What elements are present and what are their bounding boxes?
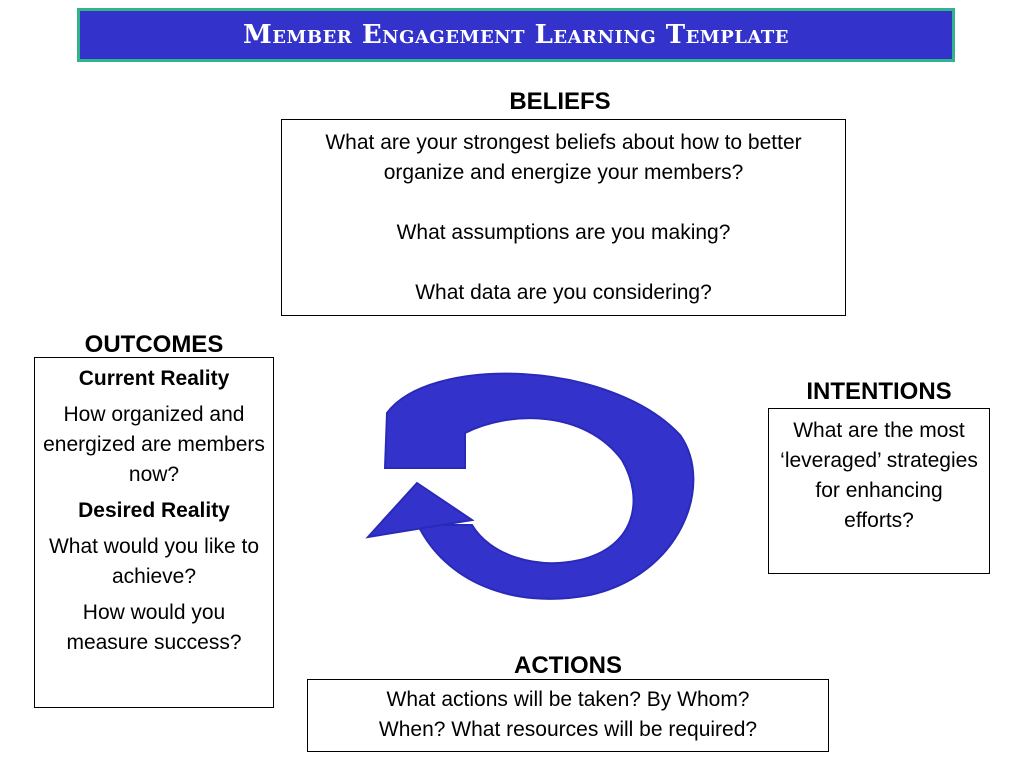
outcomes-heading: OUTCOMES [84,331,224,358]
actions-box: What actions will be taken? By Whom? Whe… [307,679,829,752]
actions-heading: ACTIONS [514,652,622,679]
cycle-ring [383,372,695,600]
beliefs-question-3: What data are you considering? [415,281,712,304]
circular-arrow-icon [365,372,695,600]
desired-reality-question-1: What would you like to achieve? [48,535,260,588]
beliefs-question-1: What are your strongest beliefs about ho… [325,131,802,184]
desired-reality-question-2: How would you measure success? [66,601,242,654]
desired-reality-label: Desired Reality [78,499,230,522]
beliefs-heading: BELIEFS [509,88,611,115]
actions-question-1: What actions will be taken? By Whom? [386,688,750,711]
beliefs-question-2: What assumptions are you making? [396,221,731,244]
page-title: Member Engagement Learning Template [242,20,790,50]
intentions-heading: INTENTIONS [806,378,952,405]
cycle-arrowhead [365,481,475,539]
outcomes-box: Current Reality How organized and energi… [34,357,274,708]
beliefs-box: What are your strongest beliefs about ho… [281,119,846,316]
intentions-question: What are the most ‘leveraged’ strategies… [780,419,978,532]
intentions-box: What are the most ‘leveraged’ strategies… [768,408,990,574]
actions-question-2: When? What resources will be required? [378,718,758,741]
current-reality-label: Current Reality [78,367,230,390]
title-banner: Member Engagement Learning Template [77,8,955,62]
current-reality-question: How organized and energized are members … [43,403,265,486]
